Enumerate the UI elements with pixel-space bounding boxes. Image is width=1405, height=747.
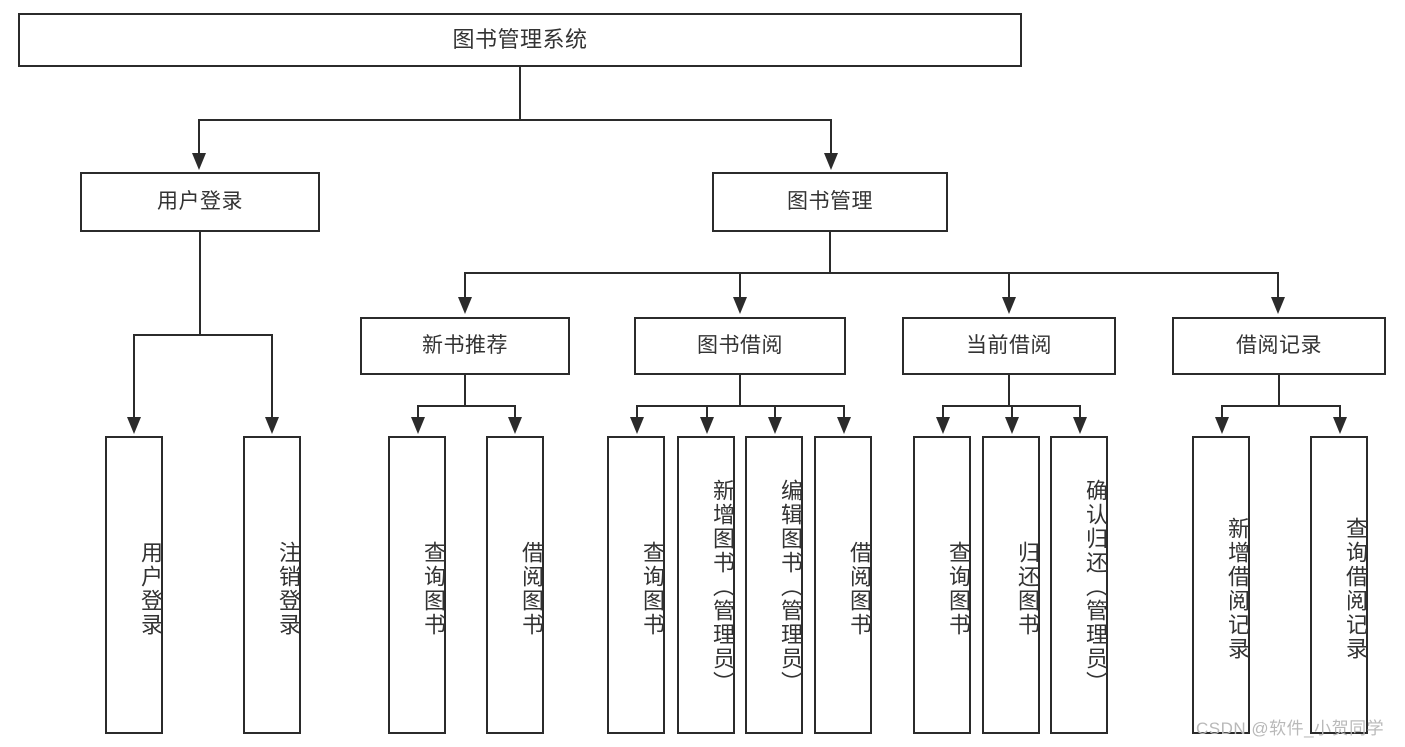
connector-current-borrow-to-leaf-2 (1011, 405, 1013, 419)
arrow-user-login-to-leaf-1 (127, 417, 141, 434)
leaf-new-book-borrow-book[interactable]: 借阅图书 (486, 436, 544, 734)
node-label: 当前借阅 (966, 333, 1052, 357)
connector-user-login-bus (133, 334, 272, 336)
arrow-current-borrow-to-leaf-2 (1005, 417, 1019, 434)
connector-book-management-to-book-borrow (739, 272, 741, 299)
connector-user-login-to-leaf-2 (271, 334, 273, 419)
node-label: 图书管理系统 (452, 27, 588, 53)
connector-root-bus (198, 119, 832, 121)
node-current-borrow[interactable]: 当前借阅 (902, 317, 1116, 375)
connector-book-management-bus (464, 272, 1278, 274)
connector-book-management-to-current-borrow (1008, 272, 1010, 299)
node-root-book-management-system[interactable]: 图书管理系统 (18, 13, 1022, 67)
connector-book-borrow-to-leaf-2 (706, 405, 708, 419)
node-label: 用户登录 (157, 189, 243, 213)
connector-user-login-stem (199, 232, 201, 336)
arrow-new-book-to-leaf-1 (411, 417, 425, 434)
connector-book-borrow-to-leaf-4 (843, 405, 845, 419)
arrow-to-borrow-records (1271, 297, 1285, 314)
node-label: 用户登录 (138, 541, 163, 637)
arrow-to-current-borrow (1002, 297, 1016, 314)
node-label: 借阅记录 (1236, 333, 1322, 357)
leaf-book-borrow-edit-book-admin[interactable]: 编辑图书（管理员） (745, 436, 803, 734)
connector-root-to-user-login (198, 119, 200, 155)
node-label: 查询借阅记录 (1343, 517, 1368, 661)
arrow-book-borrow-to-leaf-1 (630, 417, 644, 434)
arrow-borrow-records-to-leaf-2 (1333, 417, 1347, 434)
arrow-current-borrow-to-leaf-3 (1073, 417, 1087, 434)
node-label: 查询图书 (640, 541, 665, 637)
node-label: 图书管理 (787, 189, 873, 213)
connector-book-borrow-to-leaf-1 (636, 405, 638, 419)
node-book-management[interactable]: 图书管理 (712, 172, 948, 232)
connector-root-stem (519, 67, 521, 120)
leaf-book-borrow-borrow-book[interactable]: 借阅图书 (814, 436, 872, 734)
leaf-borrow-records-add-record[interactable]: 新增借阅记录 (1192, 436, 1250, 734)
node-borrow-records[interactable]: 借阅记录 (1172, 317, 1386, 375)
node-user-login[interactable]: 用户登录 (80, 172, 320, 232)
arrow-user-login-to-leaf-2 (265, 417, 279, 434)
csdn-watermark: CSDN @软件_小贺同学 (1196, 719, 1385, 738)
connector-book-borrow-bus (636, 405, 844, 407)
connector-borrow-records-bus (1221, 405, 1340, 407)
node-label: 确认归还（管理员） (1083, 479, 1108, 695)
node-label: 注销登录 (276, 541, 301, 637)
node-book-borrow[interactable]: 图书借阅 (634, 317, 846, 375)
arrow-current-borrow-to-leaf-1 (936, 417, 950, 434)
leaf-current-borrow-query-book[interactable]: 查询图书 (913, 436, 971, 734)
node-label: 借阅图书 (847, 541, 872, 637)
arrow-new-book-to-leaf-2 (508, 417, 522, 434)
arrow-book-borrow-to-leaf-4 (837, 417, 851, 434)
leaf-borrow-records-query-record[interactable]: 查询借阅记录 (1310, 436, 1368, 734)
leaf-current-borrow-return-book[interactable]: 归还图书 (982, 436, 1040, 734)
connector-borrow-records-to-leaf-1 (1221, 405, 1223, 419)
node-label: 新书推荐 (422, 333, 508, 357)
connector-new-book-bus (417, 405, 516, 407)
leaf-new-book-query-book[interactable]: 查询图书 (388, 436, 446, 734)
connector-current-borrow-to-leaf-3 (1079, 405, 1081, 419)
node-label: 查询图书 (946, 541, 971, 637)
arrow-root-to-book-management (824, 153, 838, 170)
connector-user-login-to-leaf-1 (133, 334, 135, 419)
connector-root-to-book-management (830, 119, 832, 155)
arrow-borrow-records-to-leaf-1 (1215, 417, 1229, 434)
connector-current-borrow-to-leaf-1 (942, 405, 944, 419)
node-label: 新增借阅记录 (1225, 517, 1250, 661)
connector-new-book-stem (464, 375, 466, 407)
leaf-user-login[interactable]: 用户登录 (105, 436, 163, 734)
arrow-book-borrow-to-leaf-2 (700, 417, 714, 434)
connector-book-management-stem (829, 232, 831, 274)
leaf-user-logout[interactable]: 注销登录 (243, 436, 301, 734)
node-label: 借阅图书 (519, 541, 544, 637)
connector-borrow-records-to-leaf-2 (1339, 405, 1341, 419)
node-label: 图书借阅 (697, 333, 783, 357)
connector-book-management-to-borrow-records (1277, 272, 1279, 299)
node-label: 编辑图书（管理员） (778, 479, 803, 695)
arrow-to-new-book-recommend (458, 297, 472, 314)
node-label: 新增图书（管理员） (710, 479, 735, 695)
arrow-to-book-borrow (733, 297, 747, 314)
connector-current-borrow-stem (1008, 375, 1010, 407)
node-new-book-recommend[interactable]: 新书推荐 (360, 317, 570, 375)
connector-book-borrow-to-leaf-3 (774, 405, 776, 419)
connector-borrow-records-stem (1278, 375, 1280, 407)
connector-book-management-to-new-book (464, 272, 466, 299)
arrow-book-borrow-to-leaf-3 (768, 417, 782, 434)
connector-new-book-to-leaf-2 (514, 405, 516, 419)
arrow-root-to-user-login (192, 153, 206, 170)
leaf-current-borrow-confirm-return-admin[interactable]: 确认归还（管理员） (1050, 436, 1108, 734)
leaf-book-borrow-add-book-admin[interactable]: 新增图书（管理员） (677, 436, 735, 734)
node-label: 查询图书 (421, 541, 446, 637)
connector-book-borrow-stem (739, 375, 741, 407)
node-label: 归还图书 (1015, 541, 1040, 637)
connector-new-book-to-leaf-1 (417, 405, 419, 419)
leaf-book-borrow-query-book[interactable]: 查询图书 (607, 436, 665, 734)
